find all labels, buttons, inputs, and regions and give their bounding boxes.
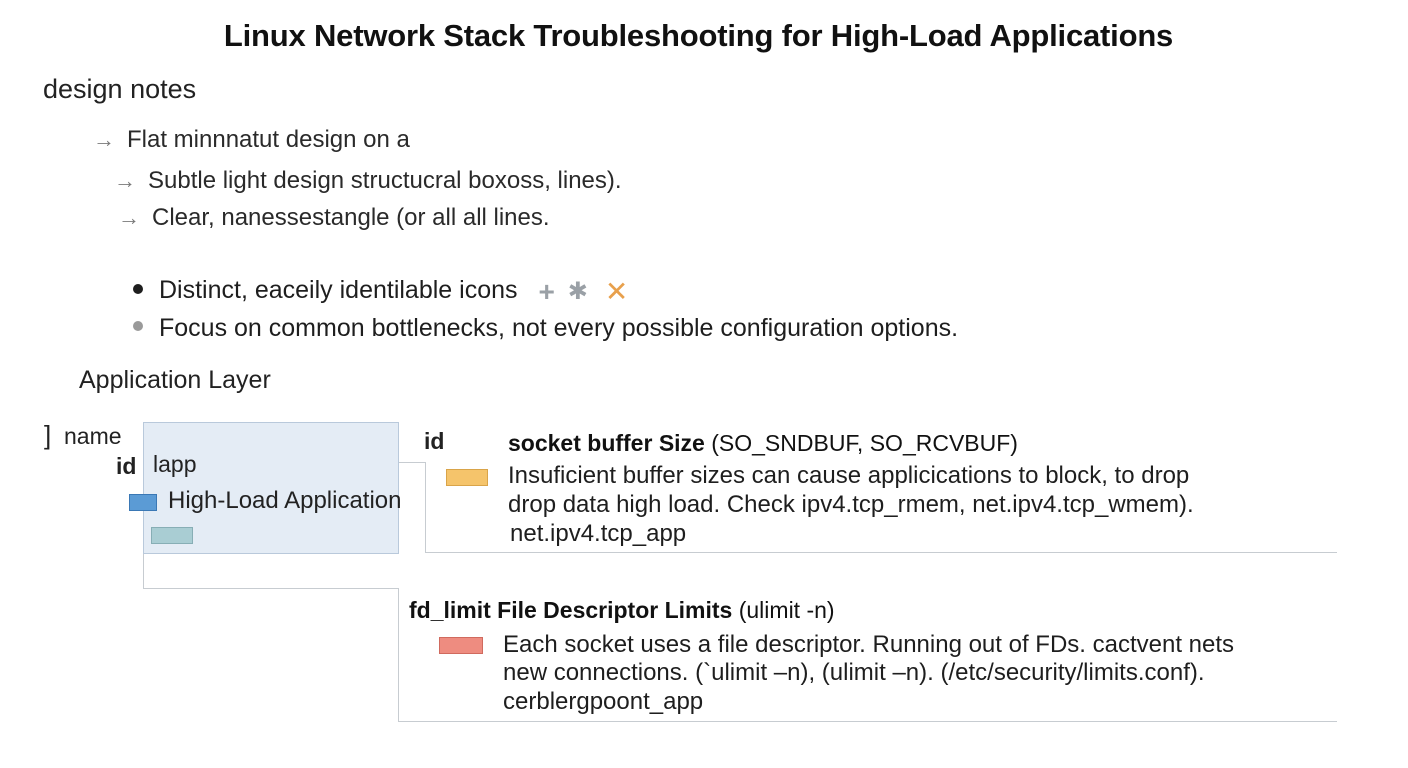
socket-buffer-heading: socket buffer Size (SO_SNDBUF, SO_RCVBUF…: [508, 430, 1018, 457]
page-title: Linux Network Stack Troubleshooting for …: [223, 18, 1174, 53]
red-chip: [439, 637, 483, 654]
yellow-chip: [446, 469, 488, 486]
fd-limit-heading-bold: fd_limit File Descriptor Limits: [409, 597, 733, 623]
design-note-text: Subtle light design structucral boxoss, …: [148, 167, 622, 194]
arrow-right-icon: →: [114, 168, 136, 193]
connector-line: [425, 552, 1337, 553]
fd-limit-heading-rest: (ulimit -n): [732, 597, 835, 623]
bracket-glyph: ]: [44, 420, 52, 450]
socket-buffer-heading-rest: (SO_SNDBUF, SO_RCVBUF): [704, 430, 1018, 456]
arrow-right-icon: →: [118, 205, 140, 230]
fd-limit-line: Each socket uses a file descriptor. Runn…: [503, 631, 1235, 658]
socket-id-label: id: [424, 428, 445, 454]
teal-chip: [151, 527, 193, 544]
socket-buffer-line: drop data high load. Check ipv4.tcp_rmem…: [508, 491, 1194, 518]
connector-line: [425, 462, 426, 553]
plus-icon: +: [538, 275, 555, 307]
socket-buffer-line: net.ipv4.tcp_app: [510, 520, 687, 547]
bullet-text: Focus on common bottlenecks, not every p…: [159, 314, 959, 342]
fd-limit-line: cerblergpoont_app: [503, 688, 704, 715]
socket-buffer-line: Insuficient buffer sizes can cause appli…: [508, 462, 1190, 489]
bullet-text: Distinct, eaceily identilable icons: [159, 276, 518, 305]
connector-line: [398, 588, 399, 722]
app-name-value: High-Load Application: [168, 487, 402, 514]
id-label: id: [116, 453, 137, 479]
connector-line: [398, 721, 1337, 722]
design-note-item: → Subtle light design structucral boxoss,…: [114, 167, 622, 195]
design-notes-heading: design notes: [43, 74, 197, 104]
socket-buffer-heading-bold: socket buffer Size: [508, 430, 705, 456]
bullet-dot: [133, 321, 143, 332]
connector-line: [398, 462, 426, 463]
name-label: name: [64, 423, 122, 449]
arrow-right-icon: →: [93, 127, 115, 152]
application-layer-heading: Application Layer: [79, 366, 271, 394]
connector-line: [143, 588, 399, 589]
blue-chip: [129, 494, 157, 511]
cross-icon: ✕: [604, 276, 629, 307]
fd-limit-heading: fd_limit File Descriptor Limits (ulimit …: [409, 597, 835, 624]
design-note-text: Flat minnnatut design on a: [127, 126, 410, 153]
asterisk-icon: ✱: [567, 278, 588, 305]
connector-line: [143, 552, 144, 589]
design-note-item: → Flat minnnatut design on a: [93, 126, 410, 154]
fd-limit-line: new connections. (`ulimit –n), (ulimit –…: [503, 659, 1205, 686]
bullet-item: Focus on common bottlenecks, not every p…: [133, 314, 958, 343]
design-note-item: → Clear, nanessestangle (or all all lines…: [118, 204, 550, 232]
design-note-text: Clear, nanessestangle (or all all lines.: [152, 204, 550, 231]
app-id-value: lapp: [153, 451, 197, 477]
bullet-item: Distinct, eaceily identilable icons + ✱ …: [133, 275, 628, 308]
bullet-dot: [133, 283, 143, 294]
